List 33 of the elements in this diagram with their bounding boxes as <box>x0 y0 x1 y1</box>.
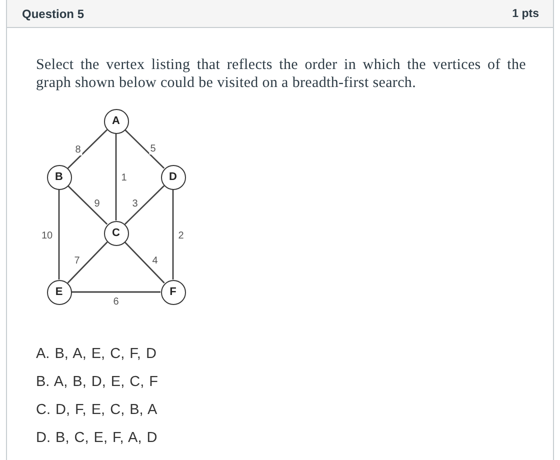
question-text: Select the vertex listing that reflects the order in which the vertices of the graph shown below could be visited on a breadth-first search. <box>36 56 526 92</box>
answer-option: D. B, C, E, F, A, D <box>36 429 158 447</box>
edge-weight: 5 <box>149 144 157 154</box>
answer-option: B. A, B, D, E, C, F <box>36 373 158 391</box>
graph-edge <box>67 129 108 169</box>
answer-option: C. D, F, E, C, B, A <box>36 401 158 419</box>
vertex-circle: F <box>160 280 186 304</box>
edge-weight: 3 <box>131 198 139 210</box>
points-label: 1 pts <box>512 8 539 20</box>
vertex-circle: D <box>160 164 186 190</box>
graph-edge <box>58 190 60 280</box>
graph-edge <box>115 134 117 220</box>
vertex-circle: B <box>46 164 72 190</box>
edge-weight: 4 <box>151 256 159 266</box>
vertex-circle: C <box>104 220 128 246</box>
edge-weight: 1 <box>120 172 128 184</box>
graph-edge <box>172 190 174 280</box>
graph-edge <box>124 242 165 284</box>
vertex-circle: E <box>46 280 72 304</box>
graph-edge <box>72 291 160 293</box>
edge-weight: 7 <box>73 256 81 266</box>
edge-weight: 8 <box>74 144 82 156</box>
edge-weight: 2 <box>177 230 185 242</box>
question-title: Question 5 <box>22 6 84 20</box>
graph-edge <box>67 185 108 225</box>
graph-edge <box>124 185 165 225</box>
answer-option: A. B, A, E, C, F, D <box>36 345 158 363</box>
edge-weight: 6 <box>112 296 120 308</box>
edge-weight: 9 <box>93 198 101 210</box>
edge-weight: 10 <box>40 230 54 242</box>
graph-edge <box>124 129 165 169</box>
graph-edge <box>67 242 108 284</box>
vertex-circle: A <box>104 108 128 134</box>
